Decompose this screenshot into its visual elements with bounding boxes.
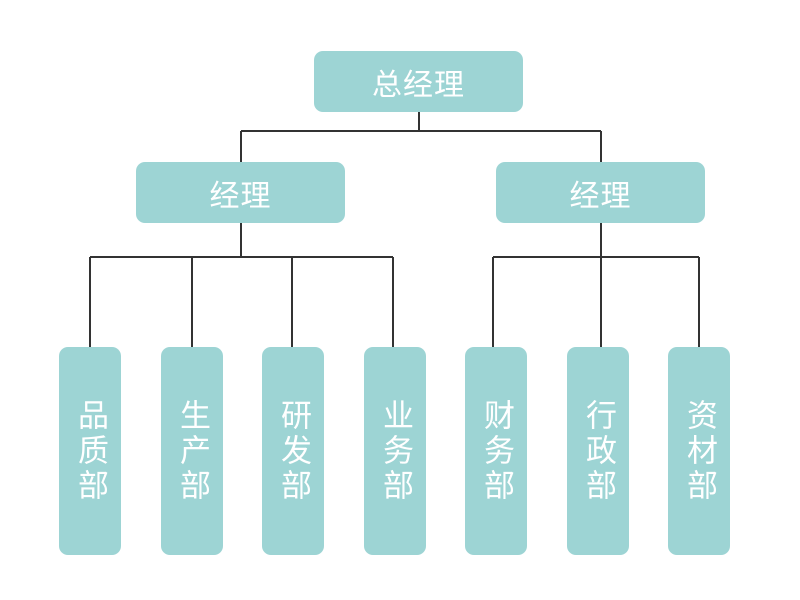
dept-node-label: 研发部 (275, 398, 311, 504)
manager-node-right: 经理 (496, 162, 705, 223)
root-node-label: 总经理 (372, 67, 465, 103)
dept-node-business: 业务部 (364, 347, 426, 555)
dept-node-label: 业务部 (377, 398, 413, 504)
dept-node-finance: 财务部 (465, 347, 527, 555)
manager-node-label: 经理 (209, 178, 272, 214)
dept-node-label: 财务部 (478, 398, 514, 504)
dept-node-rnd: 研发部 (262, 347, 324, 555)
dept-node-label: 行政部 (580, 398, 616, 504)
manager-node-left: 经理 (136, 162, 345, 223)
dept-node-label: 生产部 (174, 398, 210, 504)
dept-node-quality: 品质部 (59, 347, 121, 555)
dept-node-label: 资材部 (681, 398, 717, 504)
manager-node-label: 经理 (569, 178, 632, 214)
root-node-general-manager: 总经理 (314, 51, 523, 112)
dept-node-label: 品质部 (72, 398, 108, 504)
dept-node-materials: 资材部 (668, 347, 730, 555)
dept-node-administration: 行政部 (567, 347, 629, 555)
dept-node-production: 生产部 (161, 347, 223, 555)
